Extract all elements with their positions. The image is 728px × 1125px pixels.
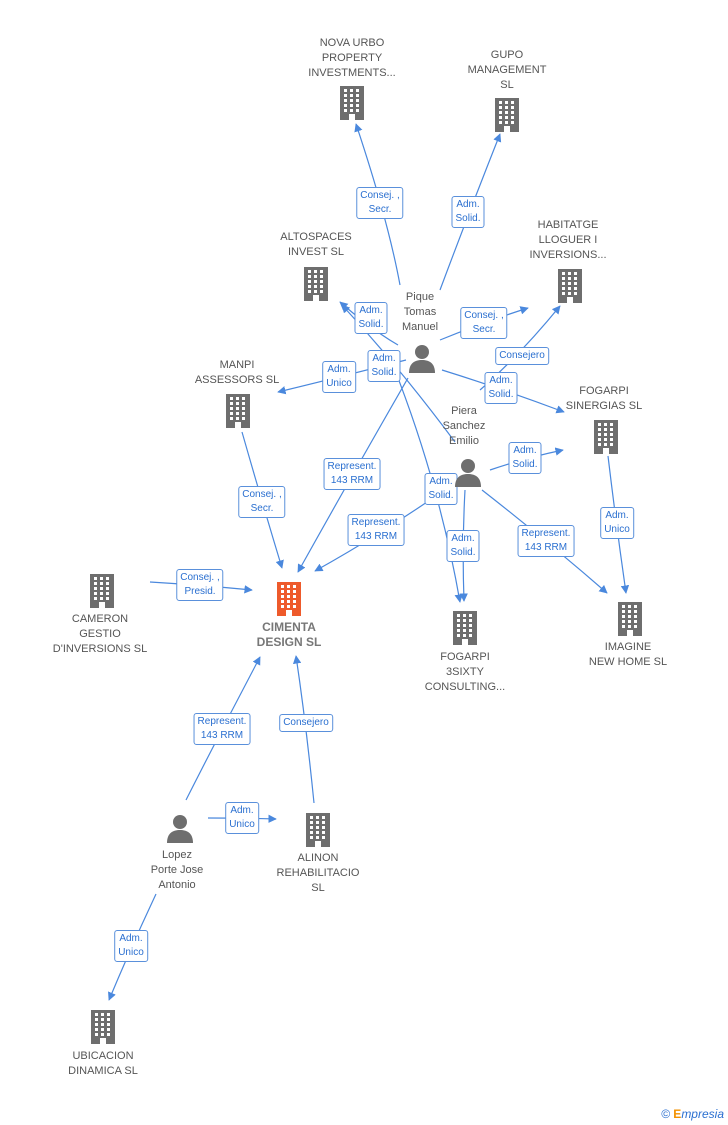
node-label-alinon[interactable]: ALINON REHABILITACIO SL — [276, 852, 360, 894]
edge-label-piera-altospaces[interactable]: Adm. Solid. — [367, 350, 401, 382]
edge-label-pique-nova[interactable]: Consej. , Secr. — [356, 187, 404, 219]
building-icon[interactable] — [591, 418, 621, 459]
building-icon[interactable] — [555, 267, 585, 308]
building-icon[interactable] — [450, 609, 480, 650]
edge-label-piera-habitatge[interactable]: Consejero — [495, 347, 549, 365]
node-label-gupo[interactable]: GUPO MANAGEMENT SL — [467, 49, 547, 91]
edge-label-pique-habitatge[interactable]: Consej. , Secr. — [460, 307, 508, 339]
node-label-fogarpi_sin[interactable]: FOGARPI SINERGIAS SL — [565, 385, 643, 412]
node-label-pique[interactable]: Pique Tomas Manuel — [401, 291, 439, 333]
edge-label-pique-altospaces[interactable]: Adm. Solid. — [354, 302, 388, 334]
focus-building-icon[interactable] — [274, 580, 304, 621]
building-icon[interactable] — [615, 600, 645, 641]
building-icon[interactable] — [303, 811, 333, 852]
edge-label-pique-cimenta[interactable]: Represent. 143 RRM — [323, 458, 381, 490]
brand-initial: E — [673, 1107, 682, 1121]
node-label-ubicacion[interactable]: UBICACION DINAMICA SL — [68, 1050, 138, 1077]
edge-label-pique-manpi[interactable]: Adm. Unico — [322, 361, 356, 393]
node-label-lopez[interactable]: Lopez Porte Jose Antonio — [150, 849, 204, 891]
node-label-nova[interactable]: NOVA URBO PROPERTY INVESTMENTS... — [308, 37, 396, 79]
edge-label-piera-cimenta[interactable]: Represent. 143 RRM — [347, 514, 405, 546]
edge-label-pique-fogarpi_sin[interactable]: Adm. Solid. — [484, 372, 518, 404]
building-icon[interactable] — [337, 84, 367, 125]
edge-label-manpi-cimenta[interactable]: Consej. , Secr. — [238, 486, 286, 518]
brand-logo: © Empresia — [661, 1107, 724, 1121]
person-icon[interactable] — [407, 343, 437, 378]
edge-label-lopez-cimenta[interactable]: Represent. 143 RRM — [193, 713, 251, 745]
building-icon[interactable] — [301, 265, 331, 306]
brand-name: mpresia — [681, 1107, 724, 1121]
building-icon[interactable] — [87, 572, 117, 613]
edge-label-piera-fogarpi_sin[interactable]: Adm. Solid. — [508, 442, 542, 474]
edge-label-fogarpi_sin-imagine[interactable]: Adm. Unico — [600, 507, 634, 539]
person-icon[interactable] — [453, 457, 483, 492]
edge-label-piera-imagine[interactable]: Represent. 143 RRM — [517, 525, 575, 557]
building-icon[interactable] — [492, 96, 522, 137]
edge-label-alinon-cimenta[interactable]: Consejero — [279, 714, 333, 732]
edge-label-pique-fogarpi3[interactable]: Adm. Solid. — [424, 473, 458, 505]
edge-label-piera-fogarpi3[interactable]: Adm. Solid. — [446, 530, 480, 562]
edge-label-lopez-ubicacion[interactable]: Adm. Unico — [114, 930, 148, 962]
edge-label-lopez-alinon[interactable]: Adm. Unico — [225, 802, 259, 834]
node-label-habitatge[interactable]: HABITATGE LLOGUER I INVERSIONS... — [529, 219, 607, 261]
node-label-altospaces[interactable]: ALTOSPACES INVEST SL — [280, 231, 352, 258]
building-icon[interactable] — [88, 1008, 118, 1049]
node-label-fogarpi3[interactable]: FOGARPI 3SIXTY CONSULTING... — [424, 651, 506, 693]
node-label-manpi[interactable]: MANPI ASSESSORS SL — [194, 359, 280, 386]
edge-label-pique-gupo[interactable]: Adm. Solid. — [451, 196, 485, 228]
node-label-imagine[interactable]: IMAGINE NEW HOME SL — [588, 641, 668, 668]
person-icon[interactable] — [165, 813, 195, 848]
node-label-cameron[interactable]: CAMERON GESTIO D'INVERSIONS SL — [52, 613, 148, 655]
edge-label-cameron-cimenta[interactable]: Consej. , Presid. — [176, 569, 224, 601]
building-icon[interactable] — [223, 392, 253, 433]
node-label-piera[interactable]: Piera Sanchez Emilio — [442, 405, 486, 447]
copyright-symbol: © — [661, 1107, 670, 1121]
node-label-cimenta[interactable]: CIMENTA DESIGN SL — [256, 620, 322, 649]
